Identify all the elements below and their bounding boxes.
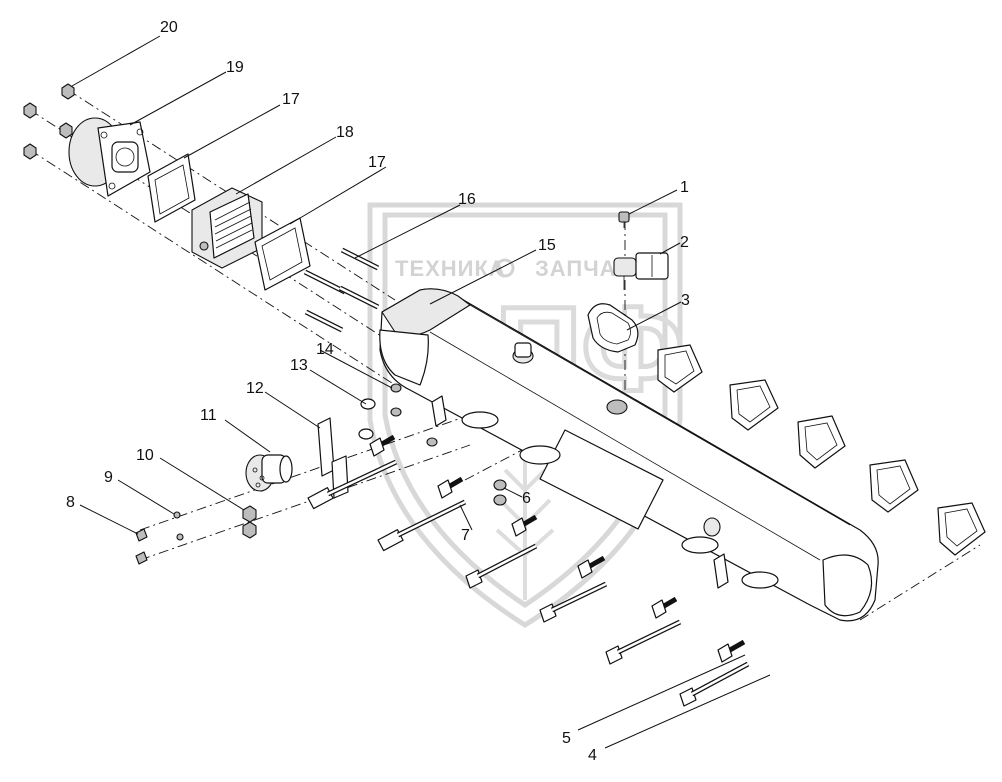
callout-label-19: 19 xyxy=(226,59,244,76)
callout-label-2: 3 xyxy=(681,292,690,309)
callout-label-7: 8 xyxy=(66,494,75,511)
callout-label-14: 15 xyxy=(538,237,556,254)
leader-lines xyxy=(71,35,771,749)
callout-label-18: 17 xyxy=(368,154,386,171)
studs-part-16 xyxy=(303,247,380,333)
callout-label-15: 16 xyxy=(458,191,476,208)
callout-label-3: 4 xyxy=(588,747,597,764)
gear-icon xyxy=(495,258,515,278)
nuts-part-10 xyxy=(242,505,257,539)
callout-label-6: 7 xyxy=(461,527,470,544)
sensor-part-2 xyxy=(613,252,669,290)
callout-label-9: 10 xyxy=(136,447,154,464)
gasket-part-17-left xyxy=(147,153,196,223)
callout-label-11: 12 xyxy=(246,380,264,397)
callout-label-0: 1 xyxy=(680,179,689,196)
callout-label-10: 11 xyxy=(200,407,217,424)
callout-label-13: 14 xyxy=(316,341,334,358)
callout-label-12: 13 xyxy=(290,357,308,374)
callout-label-1: 2 xyxy=(680,234,689,251)
washers-part-13-14 xyxy=(358,383,402,440)
flange-cover-part-19 xyxy=(68,117,151,197)
bracket-part-12 xyxy=(307,395,729,589)
intake-manifold-part-15 xyxy=(379,288,879,622)
callout-label-5: 6 xyxy=(522,490,531,507)
callout-label-17: 18 xyxy=(336,124,354,141)
washers-part-9 xyxy=(173,511,184,541)
bolt-part-1 xyxy=(618,211,630,228)
nut-part-20 xyxy=(23,83,75,160)
callout-label-4: 5 xyxy=(562,730,571,747)
callout-label-8: 9 xyxy=(104,469,113,486)
gasket-part-17-right xyxy=(254,217,311,291)
bolts-part-7 xyxy=(369,434,538,552)
washers-part-6 xyxy=(426,437,507,506)
bolts-part-4-5 xyxy=(465,543,750,707)
screws-part-8 xyxy=(135,528,148,565)
connector-part-11 xyxy=(245,454,293,492)
gasket-part-3 xyxy=(587,303,986,556)
callout-label-20: 20 xyxy=(160,19,178,36)
watermark-left-text: ТЕХНИКА xyxy=(395,256,506,281)
intake-heater-part-18 xyxy=(191,187,263,269)
callout-label-16: 17 xyxy=(282,91,300,108)
